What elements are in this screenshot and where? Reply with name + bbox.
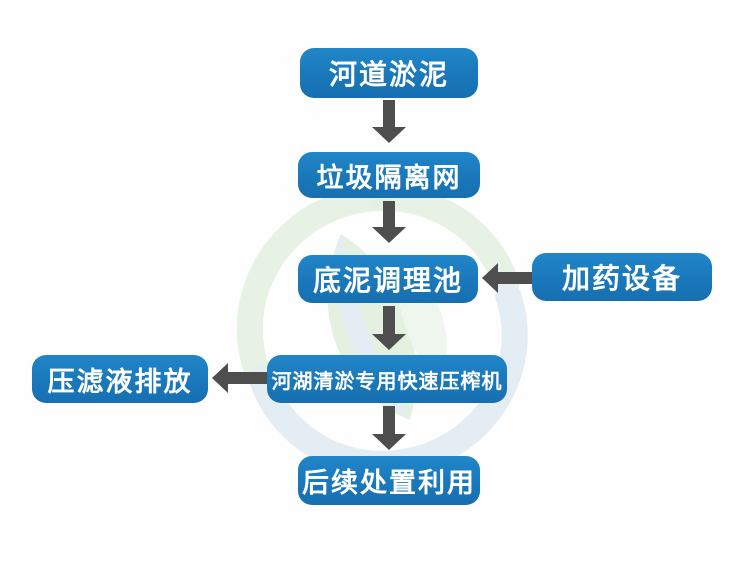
node-subsequent-disposal-use: 后续处置利用 <box>298 456 480 505</box>
arrow-down-icon <box>372 100 406 143</box>
arrow-down-icon <box>372 306 406 350</box>
arrow-down-icon <box>372 201 406 243</box>
node-sediment-conditioning-tank: 底泥调理池 <box>298 255 478 303</box>
arrow-down-icon <box>372 406 406 450</box>
node-dosing-equipment: 加药设备 <box>532 253 712 301</box>
arrow-left-icon <box>482 263 532 293</box>
arrow-left-icon <box>212 363 267 393</box>
node-garbage-isolation-net: 垃圾隔离网 <box>298 152 480 198</box>
node-filtrate-discharge: 压滤液排放 <box>32 355 208 403</box>
node-dredging-rapid-press-machine: 河湖清淤专用快速压榨机 <box>267 355 507 403</box>
node-river-channel-sludge: 河道淤泥 <box>300 48 478 98</box>
